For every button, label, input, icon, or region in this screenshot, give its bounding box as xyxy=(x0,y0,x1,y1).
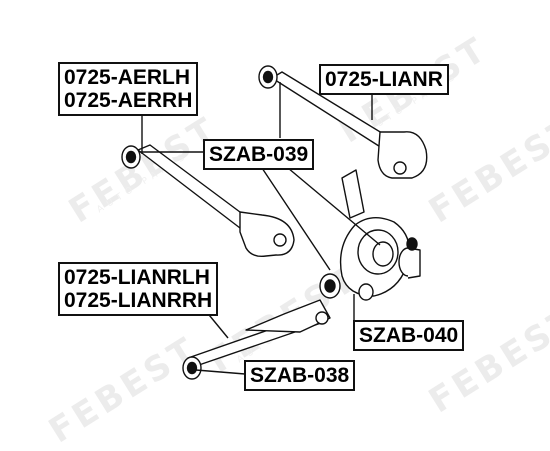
part-label-lianr: 0725-LIANR xyxy=(319,64,449,95)
part-number-lianrlh: 0725-LIANRLH xyxy=(64,266,210,289)
leader-lines xyxy=(140,82,381,375)
part-number-lianrrh: 0725-LIANRRH xyxy=(64,289,213,312)
trailing-arm-upper-left xyxy=(121,144,295,258)
part-label-aer: 0725-AERLH 0725-AERRH xyxy=(58,62,199,116)
knuckle-hub xyxy=(319,169,421,301)
part-number-aerrh: 0725-AERRH xyxy=(64,89,193,112)
part-label-szab-038: SZAB-038 xyxy=(244,360,356,391)
part-number-szab-039: SZAB-039 xyxy=(209,143,309,166)
lateral-arm-lower xyxy=(182,299,331,380)
part-label-lianr-lh-rh: 0725-LIANRLH 0725-LIANRRH xyxy=(58,262,219,316)
part-label-szab-040: SZAB-040 xyxy=(353,320,465,351)
lateral-arm-upper-right xyxy=(258,65,428,179)
part-number-szab-040: SZAB-040 xyxy=(359,324,459,347)
part-number-lianr: 0725-LIANR xyxy=(325,68,443,91)
part-label-szab-039: SZAB-039 xyxy=(203,139,315,170)
part-number-szab-038: SZAB-038 xyxy=(250,364,350,387)
part-number-aerlh: 0725-AERLH xyxy=(64,66,191,89)
